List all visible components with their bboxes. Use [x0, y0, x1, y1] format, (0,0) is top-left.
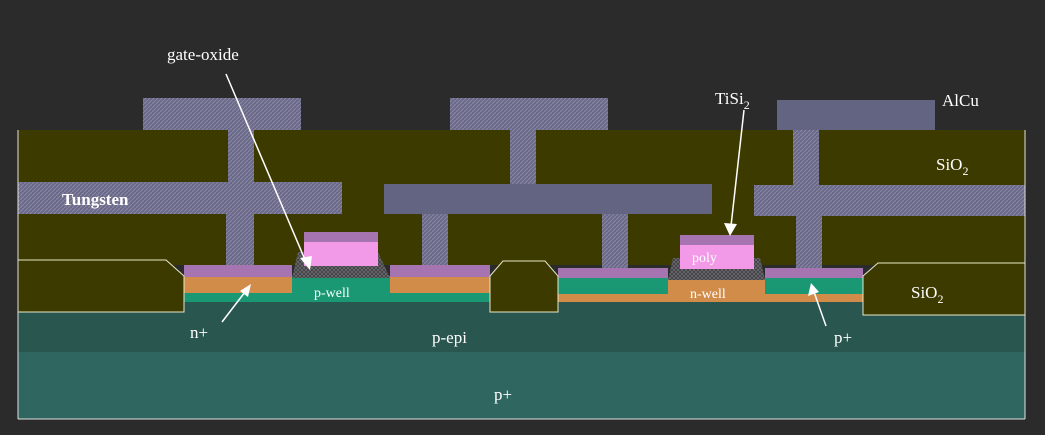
p-plus-diffusion-left [558, 278, 668, 294]
silicide-nmos-left [184, 265, 292, 277]
gate-poly-nmos [304, 242, 378, 266]
gate-oxide-pointer-line [225, 73, 307, 263]
p-plus-pointer-arrowhead [808, 283, 819, 296]
label-tungsten: Tungsten [62, 190, 129, 209]
label-n-well: n-well [690, 287, 726, 302]
silicide-nmos-right [390, 265, 490, 277]
field-oxide-right [862, 262, 1026, 316]
label-tisi2: TiSi2 [715, 89, 750, 112]
metal1-line-right [754, 185, 1025, 216]
substrate-p-plus [18, 352, 1025, 419]
label-p-plus-substrate: p+ [494, 385, 512, 404]
p-plus-diffusion-right [765, 278, 863, 294]
label-poly: poly [692, 251, 717, 266]
silicide-pmos-right [765, 268, 863, 278]
label-sio2-top: SiO2 [936, 155, 968, 178]
tungsten-contact-3 [602, 214, 628, 268]
tungsten-via-2-upper [510, 130, 536, 184]
tungsten-via-1-upper [228, 130, 254, 182]
label-sio2-right: SiO2 [911, 283, 943, 306]
tungsten-contact-4 [796, 216, 822, 268]
alcu-line-right [777, 100, 935, 130]
silicide-pmos-left [558, 268, 668, 278]
metal1-line-left [18, 182, 342, 214]
label-p-plus-right: p+ [834, 328, 852, 347]
gate-poly-pmos [680, 245, 754, 269]
label-n-plus: n+ [190, 323, 208, 342]
gate-silicide-pmos [680, 235, 754, 245]
tungsten-contact-1 [226, 214, 254, 265]
label-gate-oxide: gate-oxide [167, 45, 239, 64]
label-alcu: AlCu [942, 91, 979, 110]
field-oxide-left [17, 259, 185, 313]
gate-oxide-pointer-arrowhead [300, 256, 312, 270]
n-plus-diffusion-right [390, 277, 490, 293]
n-plus-pointer-arrowhead [240, 284, 251, 297]
alcu-line-left [143, 98, 301, 130]
n-plus-diffusion-left [184, 277, 292, 293]
label-p-epi: p-epi [432, 328, 467, 347]
field-oxide-middle [489, 260, 559, 313]
n-plus-pointer-line [221, 291, 246, 323]
tisi2-pointer-arrowhead [724, 223, 737, 236]
tungsten-via-3-upper [793, 130, 819, 185]
p-plus-pointer-line [813, 291, 827, 327]
tisi2-pointer-line [730, 109, 745, 227]
label-p-well: p-well [314, 286, 350, 301]
gate-silicide-nmos [304, 232, 378, 242]
tungsten-contact-2 [422, 214, 448, 265]
alcu-line-middle [450, 98, 608, 130]
metal1-line-middle [384, 184, 712, 214]
